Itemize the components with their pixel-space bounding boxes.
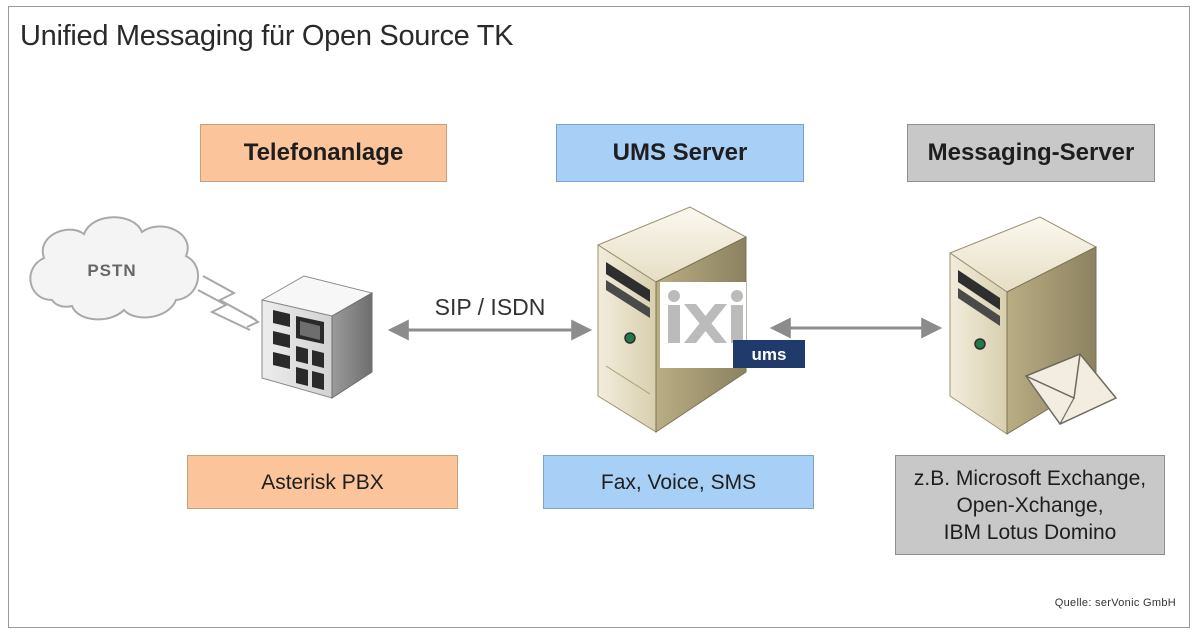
caption-line: IBM Lotus Domino [943,520,1117,544]
caption-line: Open-Xchange, [956,493,1104,517]
cloud-label: PSTN [87,261,136,280]
page-title: Unified Messaging für Open Source TK [20,20,514,52]
caption-asterisk-pbx: Asterisk PBX [187,455,458,509]
lightning-icon [197,275,260,331]
header-telefonanlage: Telefonanlage [200,124,447,182]
logo-text: ums [752,345,787,364]
pbx-server-icon [260,275,374,399]
header-ums-server: UMS Server [556,124,804,182]
cloud-icon: PSTN [29,216,199,321]
envelope-icon [1024,353,1118,425]
caption-messaging-products: z.B. Microsoft Exchange, Open-Xchange, I… [895,455,1165,555]
source-credit: Quelle: serVonic GmbH [1054,597,1176,609]
link-label: SIP / ISDN [435,294,546,320]
caption-line: z.B. Microsoft Exchange, [913,466,1147,490]
header-messaging-server: Messaging-Server [907,124,1155,182]
ums-logo-icon: ums [660,282,805,368]
caption-fax-voice-sms: Fax, Voice, SMS [543,455,814,509]
